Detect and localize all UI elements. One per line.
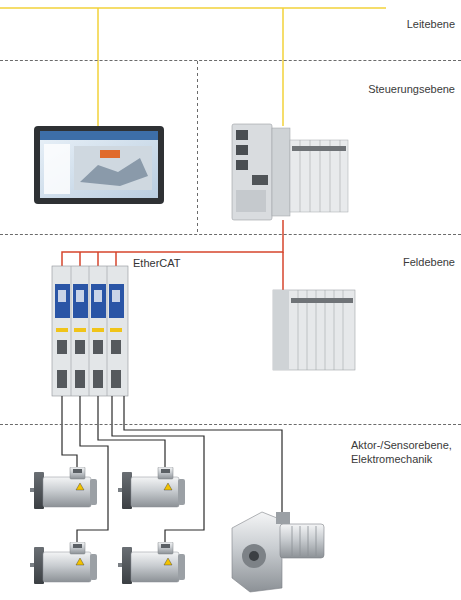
level-band: Leitebene: [0, 0, 461, 61]
level-band: Steuerungsebene: [0, 61, 461, 235]
level-label: Steuerungsebene: [368, 82, 455, 96]
bus-label: EtherCAT: [133, 257, 180, 269]
level-label: Aktor-/Sensorebene, Elektromechanik: [351, 438, 455, 466]
level-label: Leitebene: [407, 17, 455, 31]
servo-motors: [30, 467, 185, 584]
level-label: Feldebene: [403, 255, 455, 269]
remote-io: [273, 290, 355, 370]
servo-drives: [52, 266, 128, 396]
level-band: Aktor-/Sensorebene, Elektromechanik: [0, 425, 461, 600]
gear-motor: [232, 512, 324, 592]
fieldbus-wire: [0, 8, 386, 128]
separator-line: [197, 61, 198, 235]
level-band: Feldebene: [0, 235, 461, 425]
controller: [232, 124, 348, 220]
hmi-panel: [34, 126, 164, 204]
